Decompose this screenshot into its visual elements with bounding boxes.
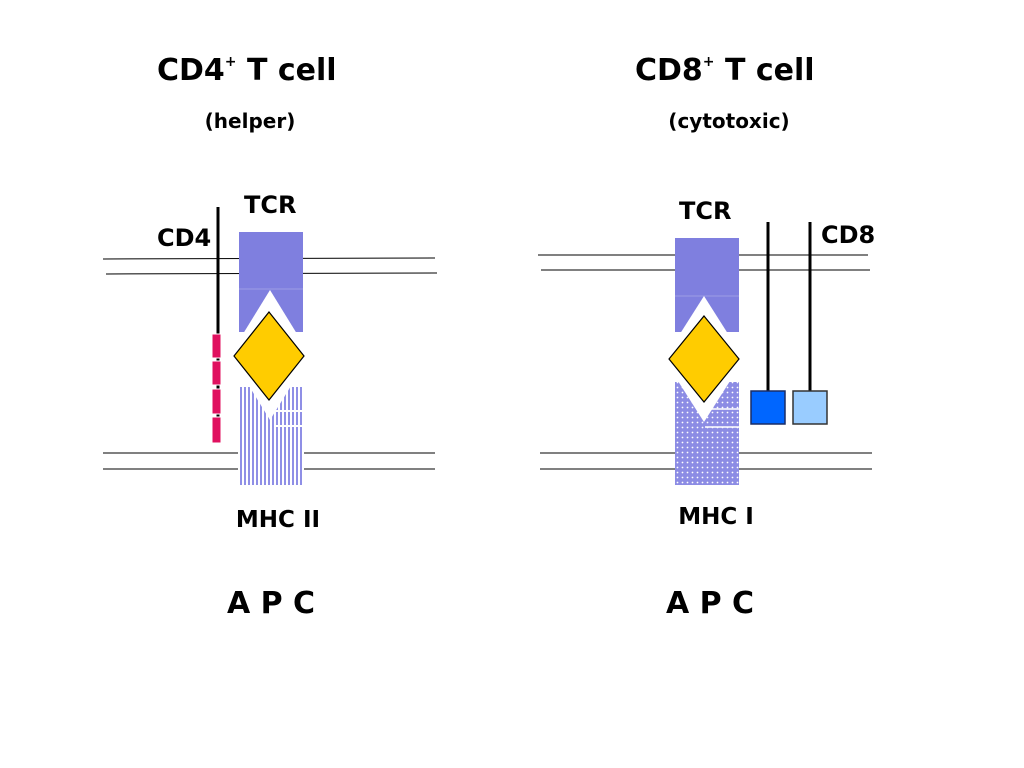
cd8-beta-domain bbox=[792, 390, 828, 425]
tcr-label: TCR bbox=[679, 197, 731, 225]
mhc-ii-label: MHC II bbox=[236, 507, 320, 533]
apc-label: A P C bbox=[227, 586, 315, 621]
cd8-panel-title: CD8+ T cell bbox=[635, 53, 815, 88]
cd8-alpha-domain bbox=[750, 390, 786, 425]
cd4-panel: CD4+ T cell (helper) bbox=[102, 53, 438, 621]
antigen-peptide bbox=[233, 311, 305, 401]
cd8-label: CD8 bbox=[821, 221, 875, 249]
cd4-panel-subtitle: (helper) bbox=[205, 109, 296, 133]
cd4-coreceptor bbox=[211, 207, 222, 444]
tcr-label: TCR bbox=[244, 191, 296, 219]
apc-label: A P C bbox=[666, 586, 754, 621]
mhc-i-label: MHC I bbox=[678, 504, 754, 530]
cd4-panel-title: CD4+ T cell bbox=[157, 53, 337, 88]
cd8-panel-subtitle: (cytotoxic) bbox=[668, 109, 789, 133]
cd8-panel: CD8+ T cell (cytotoxic) bbox=[538, 53, 875, 621]
cd4-label: CD4 bbox=[157, 224, 211, 252]
antigen-peptide bbox=[668, 315, 740, 403]
cd8-coreceptor bbox=[750, 222, 828, 425]
